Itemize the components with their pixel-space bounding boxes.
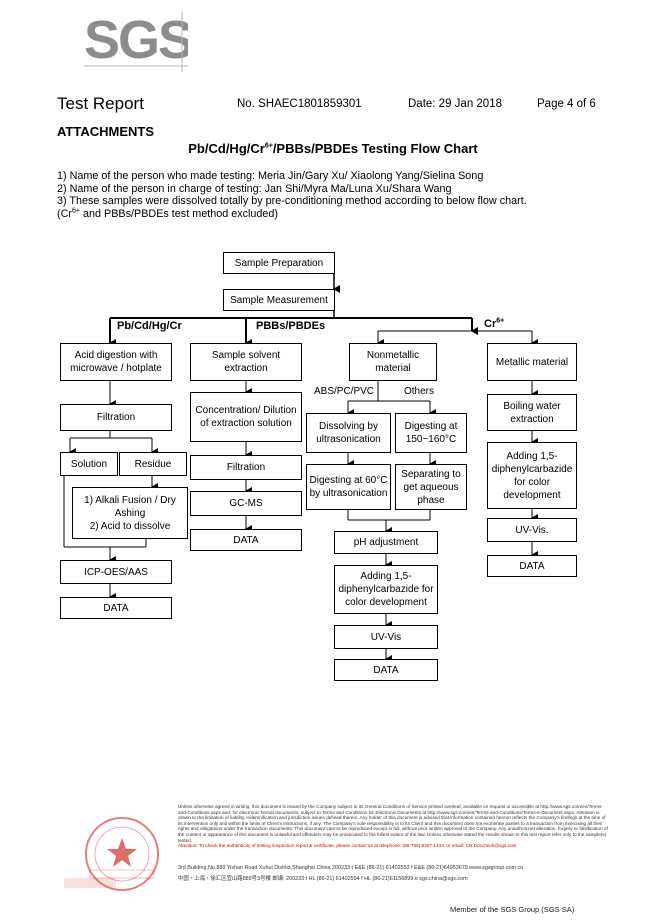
branch-pbbs-label: PBBs/PBDEs: [256, 320, 326, 332]
metals-data-box: DATA: [60, 597, 172, 619]
address-chinese: 中国・上海・徐汇区宜山路889号3号楼 邮编: 200233 t HL (86-…: [178, 876, 468, 882]
nonmetallic-adding-box: Adding 1,5-diphenylcarbazide for color d…: [334, 565, 438, 614]
report-number: No. SHAEC1801859301: [237, 98, 362, 110]
ph-adjustment-box: pH adjustment: [334, 531, 438, 554]
address-english: 3rd Building,No.889 Yishan Road Xuhui Di…: [178, 865, 524, 871]
note-line-1: 1) Name of the person who made testing: …: [57, 170, 484, 182]
company-stamp: [64, 817, 159, 891]
pbb-filtration-box: Filtration: [190, 455, 302, 480]
footer-address: 3rd Building,No.889 Yishan Road Xuhui Di…: [178, 863, 608, 885]
acid-digestion-box: Acid digestion with microwave / hotplate: [60, 343, 172, 381]
metallic-material-box: Metallic material: [487, 343, 577, 381]
abs-pc-pvc-label: ABS/PC/PVC: [314, 386, 375, 397]
gcms-box: GC-MS: [190, 491, 302, 516]
solvent-extraction-box: Sample solvent extraction: [190, 343, 302, 381]
nonmetallic-data-box: DATA: [334, 659, 438, 681]
note-line-4: (Cr6+ and PBBs/PBDEs test method exclude…: [57, 207, 279, 220]
nonmetallic-material-box: Nonmetallic material: [349, 343, 437, 381]
icp-oes-box: ICP-OES/AAS: [60, 560, 172, 584]
digesting-60-box: Digesting at 60°C by ultrasonication: [306, 464, 391, 510]
sample-preparation-box: Sample Preparation: [223, 252, 335, 274]
metallic-adding-box: Adding 1,5-diphenylcarbazide for color d…: [487, 442, 577, 509]
metallic-uvvis-box: UV-Vis.: [487, 518, 577, 542]
flow-connectors: [63, 273, 538, 663]
nonmetallic-uvvis-box: UV-Vis: [334, 625, 438, 649]
alkali-fusion-box: 1) Alkali Fusion / Dry Ashing 2) Acid to…: [72, 487, 188, 539]
footer-attention: Attention: To check the authenticity of …: [178, 843, 517, 849]
footer-disclaimer: Unless otherwise agreed in writing, this…: [178, 804, 608, 849]
residue-box: Residue: [119, 452, 187, 476]
dissolving-ultrasonication-box: Dissolving by ultrasonication: [306, 413, 391, 453]
separating-aqueous-box: Separating to get aqueous phase: [395, 464, 467, 510]
report-title: Test Report: [57, 94, 144, 113]
member-of-sgs: Member of the SGS Group (SGS SA): [450, 905, 575, 914]
digesting-150-box: Digesting at 150~160°C: [395, 413, 467, 453]
flow-chart-title: Pb/Cd/Hg/Cr6+/PBBs/PBDEs Testing Flow Ch…: [188, 141, 478, 156]
solution-box: Solution: [60, 452, 118, 476]
sgs-logo: SGS: [84, 12, 188, 72]
concentration-box: Concentration/ Dilution of extraction so…: [190, 392, 302, 442]
branch-metals-label: Pb/Cd/Hg/Cr: [117, 320, 182, 332]
sample-measurement-box: Sample Measurement: [223, 289, 335, 311]
testing-notes: 1) Name of the person who made testing: …: [57, 170, 527, 220]
others-label: Others: [404, 386, 435, 397]
pbb-data-box: DATA: [190, 529, 302, 551]
page-number: Page 4 of 6: [537, 98, 596, 110]
attachments-heading: ATTACHMENTS: [57, 124, 155, 139]
report-date: Date: 29 Jan 2018: [408, 98, 502, 110]
branch-cr6-label: Cr6+: [484, 317, 505, 330]
note-line-3: 3) These samples were dissolved totally …: [57, 195, 527, 208]
boiling-water-box: Boiling water extraction: [487, 394, 577, 431]
metals-filtration-box: Filtration: [60, 404, 172, 431]
note-line-2: 2) Name of the person in charge of testi…: [57, 182, 452, 195]
svg-text:SGS: SGS: [84, 12, 188, 70]
metallic-data-box: DATA: [487, 555, 577, 577]
